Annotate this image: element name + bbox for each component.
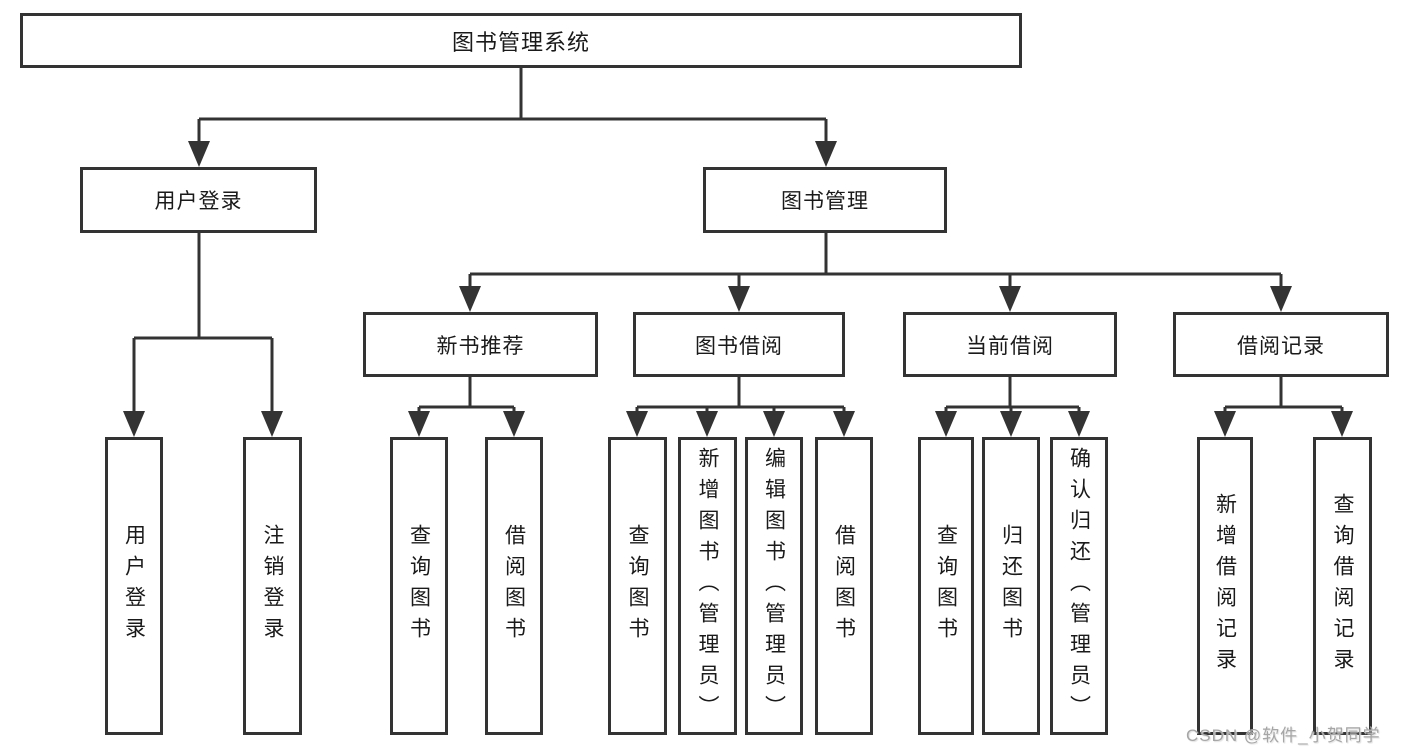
leaf-add-book-admin: 新增图书（管理员） xyxy=(678,437,737,735)
arrow-down-icon xyxy=(999,286,1021,312)
arrow-down-icon xyxy=(1214,411,1236,437)
arrow-down-icon xyxy=(626,411,648,437)
leaf-return-book: 归还图书 xyxy=(982,437,1040,735)
leaf-confirm-return-admin: 确认归还（管理员） xyxy=(1050,437,1108,735)
connector-userlogin-to-leaves xyxy=(132,233,274,414)
node-new-book-recommend: 新书推荐 xyxy=(363,312,598,377)
leaf-query-books-borrow: 查询图书 xyxy=(608,437,667,735)
arrow-down-icon xyxy=(503,411,525,437)
leaf-edit-book-admin: 编辑图书（管理员） xyxy=(745,437,803,735)
arrow-down-icon xyxy=(815,141,837,167)
arrow-down-icon xyxy=(763,411,785,437)
connector-root-to-level1 xyxy=(197,66,828,145)
arrow-down-icon xyxy=(696,411,718,437)
node-book-management: 图书管理 xyxy=(703,167,947,233)
node-current-borrow: 当前借阅 xyxy=(903,312,1117,377)
leaf-logout: 注销登录 xyxy=(243,437,302,735)
leaf-query-books-current: 查询图书 xyxy=(918,437,974,735)
arrow-down-icon xyxy=(833,411,855,437)
arrow-down-icon xyxy=(408,411,430,437)
connector-arrowheads xyxy=(123,141,1353,437)
arrow-down-icon xyxy=(728,286,750,312)
leaf-user-login: 用户登录 xyxy=(105,437,163,735)
leaf-borrow-book: 借阅图书 xyxy=(815,437,873,735)
leaf-query-books-recommend: 查询图书 xyxy=(390,437,448,735)
node-borrow-records: 借阅记录 xyxy=(1173,312,1389,377)
csdn-watermark: CSDN @软件_小贺同学 xyxy=(1186,726,1381,745)
arrow-down-icon xyxy=(123,411,145,437)
arrow-down-icon xyxy=(1068,411,1090,437)
arrow-down-icon xyxy=(935,411,957,437)
arrow-down-icon xyxy=(459,286,481,312)
connector-level2-to-leaves xyxy=(417,377,1344,414)
arrow-down-icon xyxy=(1000,411,1022,437)
arrow-down-icon xyxy=(261,411,283,437)
node-library-management-system: 图书管理系统 xyxy=(20,13,1022,68)
arrow-down-icon xyxy=(1270,286,1292,312)
connector-bookmgmt-to-level2 xyxy=(468,233,1283,290)
node-user-login: 用户登录 xyxy=(80,167,317,233)
node-book-borrow: 图书借阅 xyxy=(633,312,845,377)
leaf-add-borrow-record: 新增借阅记录 xyxy=(1197,437,1253,735)
leaf-borrow-books-recommend: 借阅图书 xyxy=(485,437,543,735)
arrow-down-icon xyxy=(1331,411,1353,437)
arrow-down-icon xyxy=(188,141,210,167)
leaf-query-borrow-record: 查询借阅记录 xyxy=(1313,437,1372,735)
